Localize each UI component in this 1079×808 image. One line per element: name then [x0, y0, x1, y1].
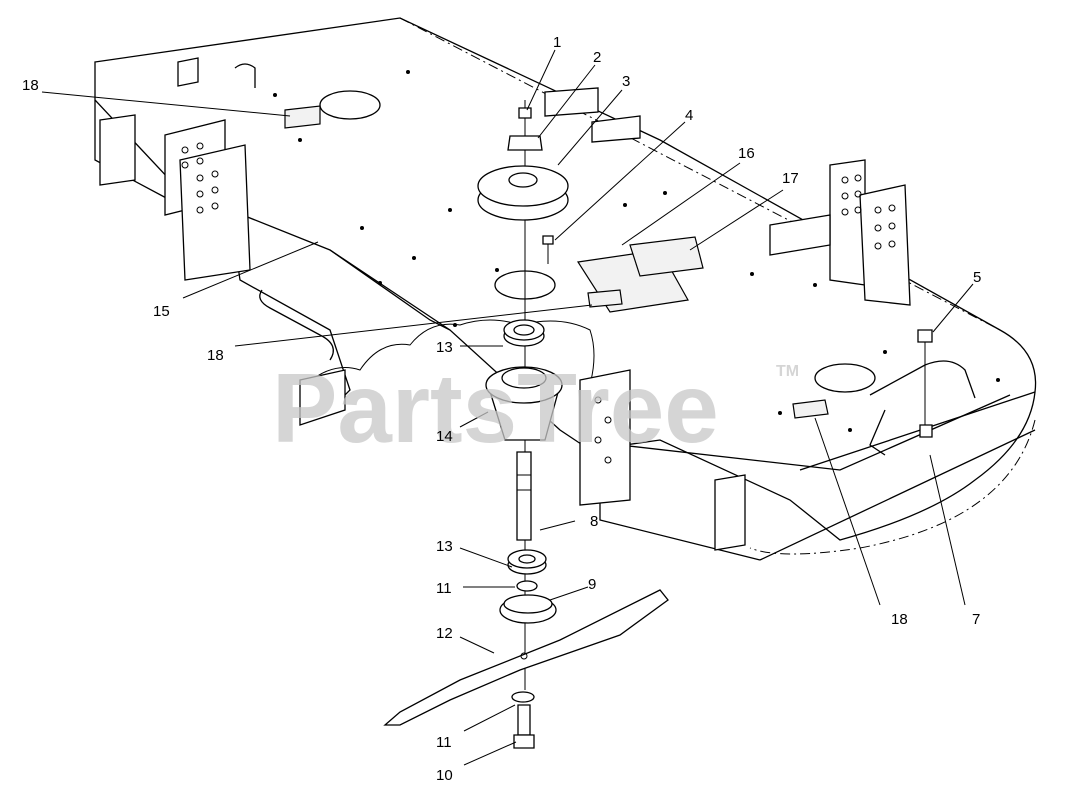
- callout-5: 5: [973, 269, 981, 286]
- callout-15: 15: [153, 303, 170, 320]
- callout-18-right: 18: [891, 611, 908, 628]
- watermark-text: PartsTree: [272, 353, 719, 463]
- callout-13-lower: 13: [436, 538, 453, 555]
- deck-bolt-right: [917, 329, 933, 438]
- callout-10: 10: [436, 767, 453, 784]
- callout-13-upper: 13: [436, 339, 453, 356]
- leader-lines: [41, 49, 974, 766]
- bracket-holes: [181, 142, 896, 464]
- callout-4: 4: [685, 107, 693, 124]
- callout-11-upper: 11: [436, 580, 452, 597]
- deck-rivets: [273, 70, 1000, 432]
- callout-3: 3: [622, 73, 630, 90]
- callout-9: 9: [588, 576, 596, 593]
- callout-8: 8: [590, 513, 598, 530]
- callout-18-center: 18: [207, 347, 224, 364]
- callout-14: 14: [436, 428, 453, 445]
- callout-18-top-left: 18: [22, 77, 39, 94]
- callout-labels: 1 2 3 4 16 17 5 18 15 18 13 14 8 13 11 9…: [22, 34, 981, 784]
- callout-16: 16: [738, 145, 755, 162]
- callout-12: 12: [436, 625, 453, 642]
- callout-11-lower: 11: [436, 734, 452, 751]
- callout-7: 7: [972, 611, 980, 628]
- callout-2: 2: [593, 49, 601, 66]
- mower-deck: [94, 17, 1037, 561]
- watermark-trademark: TM: [776, 363, 799, 380]
- callout-17: 17: [782, 170, 799, 187]
- callout-1: 1: [553, 34, 561, 51]
- spindle-assembly: [383, 100, 669, 749]
